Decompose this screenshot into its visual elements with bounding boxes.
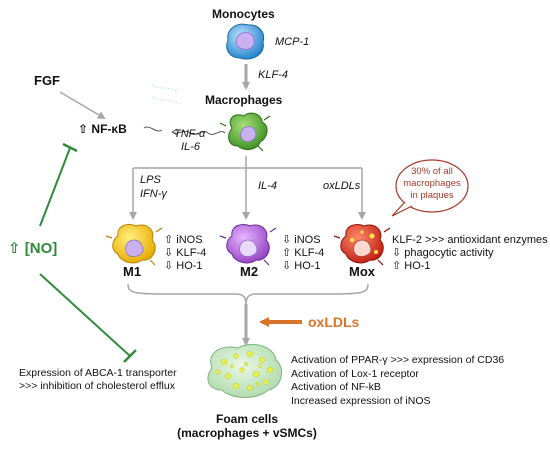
m1-cell: [105, 223, 163, 266]
abca-text: Expression of ABCA-1 transporter>>> inhi…: [19, 367, 177, 392]
cytokine-tnf: TNF-α: [174, 128, 206, 140]
nfkb-label: ⇧ NF-κB: [78, 122, 127, 136]
up-arrow-icon: ⇧: [8, 240, 21, 257]
oxldl-label: oxLDLs: [308, 314, 360, 330]
no-label: ⇧ [NO]: [8, 240, 58, 257]
stimulus-lps: LPS: [140, 174, 161, 186]
m2-cell: [219, 223, 277, 266]
cytokine-il6: IL-6: [181, 141, 200, 153]
grouping-brace: [127, 283, 369, 305]
up-arrow-icon: ⇧: [78, 122, 89, 136]
fgf-arrow: [59, 91, 106, 120]
mox-markers: KLF-2 >>> antioxidant enzymes⇩ phagocyti…: [392, 234, 548, 272]
no-inhibition-lines: [39, 142, 137, 363]
klf4-label: KLF-4: [258, 69, 288, 81]
stimulus-ifn: IFN-γ: [140, 188, 167, 200]
m1-markers: ⇧ iNOS⇩ KLF-4⇩ HO-1: [164, 234, 207, 272]
foam-title: Foam cells(macrophages + vSMCs): [177, 412, 317, 440]
m1-label: M1: [123, 264, 142, 279]
foam-cell: [207, 344, 283, 398]
polarization-arrows: [129, 156, 366, 220]
stimulus-il4: IL-4: [258, 180, 277, 192]
macrophage-cell: [219, 112, 271, 152]
mcp1-label: MCP-1: [275, 36, 310, 48]
callout-bubble: [391, 159, 469, 217]
mox-label: Mox: [349, 264, 375, 279]
fgf-label: FGF: [34, 73, 60, 88]
mox-cell: [333, 223, 391, 266]
macrophages-title: Macrophages: [205, 93, 283, 107]
monocytes-title: Monocytes: [212, 7, 275, 21]
m2-markers: ⇩ iNOS⇧ KLF-4⇩ HO-1: [282, 234, 325, 272]
monocyte-cell: [226, 23, 265, 60]
stimulus-oxldl: oxLDLs: [323, 180, 361, 192]
foam-effects: Activation of PPAR-γ >>> expression of C…: [291, 354, 505, 407]
cytokine-wavy-arrow: [171, 130, 226, 135]
m2-label: M2: [240, 264, 259, 279]
